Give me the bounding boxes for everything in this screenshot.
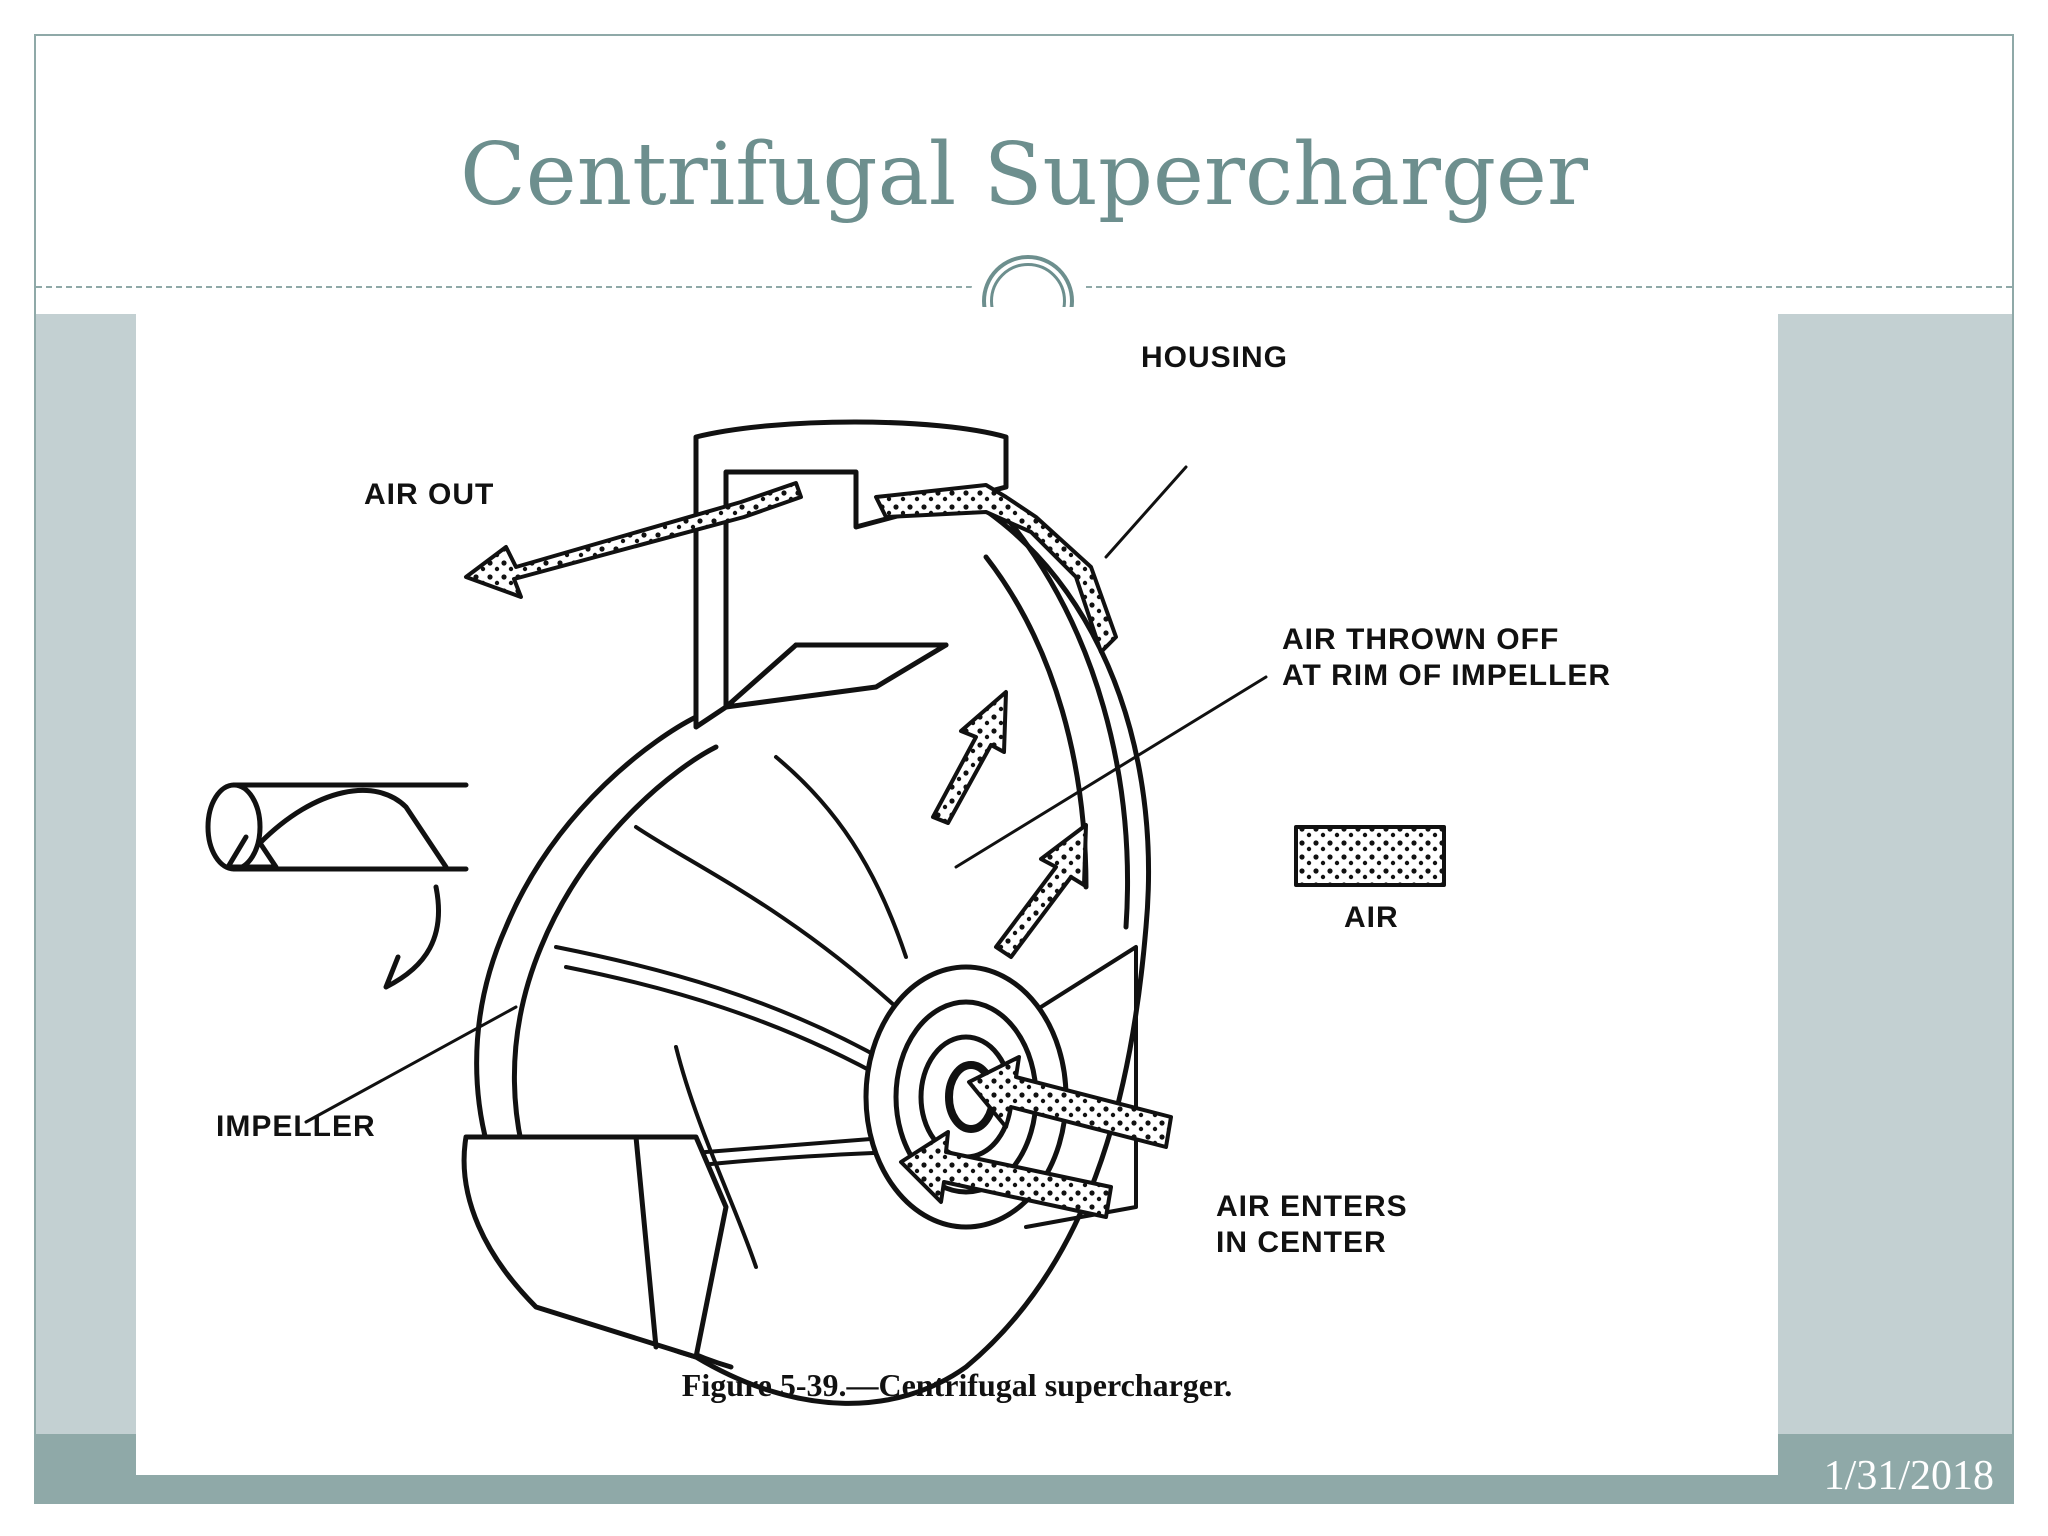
figure-caption: Figure 5-39.—Centrifugal supercharger. (681, 1367, 1233, 1403)
air-legend-swatch (1294, 825, 1446, 887)
title-area: Centrifugal Supercharger (36, 36, 2012, 291)
label-air-thrown-off: AIR THROWN OFF AT RIM OF IMPELLER (1282, 623, 1612, 692)
air-out-arrow-2 (874, 483, 1118, 654)
air-out-arrow (464, 481, 803, 599)
air-rim-arrow-2 (994, 823, 1088, 959)
label-air-out: AIR OUT (364, 478, 495, 511)
air-arrows (464, 481, 1446, 1219)
supercharger-figure: HOUSING AIR OUT AIR THROWN OFF AT RIM OF… (136, 307, 1778, 1475)
label-air-legend: AIR (1344, 901, 1399, 934)
slide-title: Centrifugal Supercharger (460, 125, 1588, 225)
air-rim-arrow (931, 690, 1008, 825)
air-in-arrow (967, 1055, 1173, 1149)
shaft (205, 782, 469, 990)
leader-lines (304, 465, 1268, 1124)
housing-outlet (693, 419, 1009, 730)
lower-shroud (461, 1134, 729, 1360)
slide-date: 1/31/2018 (1823, 1453, 1994, 1499)
supercharger-drawing (205, 419, 1446, 1406)
label-impeller: IMPELLER (216, 1110, 376, 1143)
label-housing: HOUSING (1141, 341, 1289, 374)
label-air-enters: AIR ENTERS IN CENTER (1216, 1190, 1408, 1259)
air-in-arrow-2 (899, 1130, 1113, 1219)
